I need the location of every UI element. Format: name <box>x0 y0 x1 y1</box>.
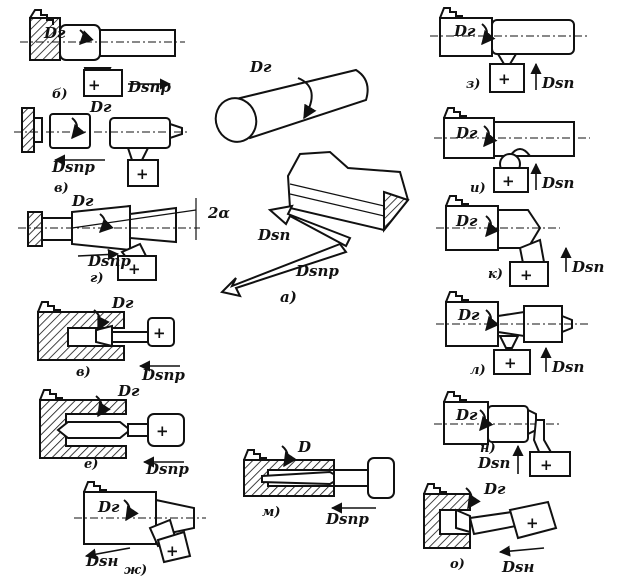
faceplate-v <box>21 107 35 153</box>
label-dsp-l: Dsп <box>551 358 584 376</box>
label-dg-v: Dг <box>89 98 112 116</box>
plus-z: + <box>498 70 511 88</box>
letter-n: н) <box>480 441 496 456</box>
plus-zh: + <box>166 542 179 560</box>
label-dg-z: Dг <box>453 22 476 40</box>
label-dg-g: Dг <box>71 192 94 210</box>
scheme-v: + Dг Dsпр в) <box>14 98 190 196</box>
label-dg-i: Dг <box>455 124 478 142</box>
label-dg-zh: Dг <box>97 498 120 516</box>
scheme-z: + Dг Dsп з) <box>430 7 590 93</box>
plus-o: + <box>526 514 539 532</box>
scheme-n: + Dг Dsп н) <box>434 391 571 477</box>
label-dsp-z: Dsп <box>541 74 574 92</box>
label-dg-a: Dг <box>249 58 272 76</box>
scheme-m: D Dsпр м) <box>243 438 395 528</box>
label-dspr-g: Dsпр <box>87 252 131 270</box>
label-dg-b: Dг <box>43 24 66 42</box>
letter-e: е) <box>84 457 98 472</box>
scheme-o: + Dг Dsн о) <box>423 480 558 576</box>
label-dsp-i: Dsп <box>541 174 574 192</box>
scheme-i: + Dг Dsп и) <box>434 107 590 196</box>
letter-l: л) <box>470 363 486 378</box>
plus-e: + <box>156 422 169 440</box>
plus-v2: + <box>153 324 166 342</box>
scheme-e: + Dг Dsпр е) <box>39 382 189 478</box>
letter-g: г) <box>90 271 103 286</box>
plus-l: + <box>504 354 517 372</box>
scheme-zh: + Dг Dsн ж) <box>74 481 206 578</box>
label-dg-l: Dг <box>457 306 480 324</box>
letter-m: м) <box>262 505 281 520</box>
label-dsp-n: Dsп <box>477 454 510 472</box>
label-dg-k: Dг <box>455 212 478 230</box>
plus-g: + <box>128 260 141 278</box>
letter-v2: в) <box>76 365 91 380</box>
letter-o: о) <box>450 557 465 572</box>
letter-z: з) <box>466 77 480 92</box>
label-2alpha: 2α <box>207 204 230 222</box>
letter-k: к) <box>488 267 503 282</box>
label-dspr-m: Dsпр <box>325 510 369 528</box>
label-dg-e: Dг <box>117 382 140 400</box>
label-dspr-v: Dsпр <box>51 158 95 176</box>
letter-v: в) <box>54 181 69 196</box>
label-dspr-b: Dsпр <box>127 78 171 96</box>
label-d-m: D <box>297 438 311 456</box>
plus-v: + <box>136 165 149 183</box>
label-dg-o: Dг <box>483 480 506 498</box>
label-dsp-k: Dsп <box>571 258 604 276</box>
letter-b: б) <box>52 87 68 102</box>
scheme-l: + Dг Dsп л) <box>436 291 590 378</box>
plus-b: + <box>88 76 101 94</box>
letter-a: а) <box>280 288 297 306</box>
label-dsn-o: Dsн <box>501 558 534 576</box>
label-dspr-v2: Dsпр <box>141 366 185 384</box>
plus-n: + <box>540 456 553 474</box>
scheme-a: Dг Dsп Dsпр а) <box>214 58 410 306</box>
label-dspr-a: Dsпр <box>295 262 339 280</box>
label-dspr-e: Dsпр <box>145 460 189 478</box>
label-dg-v2: Dг <box>111 294 134 312</box>
letter-zh: ж) <box>124 563 147 578</box>
scheme-k: + Dг Dsп к) <box>436 195 604 287</box>
scheme-v2: + Dг Dsпр в) <box>37 294 185 384</box>
label-dsp-a: Dsп <box>257 226 290 244</box>
label-dg-n: Dг <box>455 406 478 424</box>
label-dsn-zh: Dsн <box>85 552 118 570</box>
scheme-b: + Dг Dsпр б) <box>20 9 185 102</box>
plus-k: + <box>520 266 533 284</box>
scheme-g: 2α + Dг Dsпр г) <box>18 192 230 286</box>
plus-i: + <box>502 172 515 190</box>
letter-i: и) <box>470 181 486 196</box>
chuck-b <box>29 17 61 61</box>
